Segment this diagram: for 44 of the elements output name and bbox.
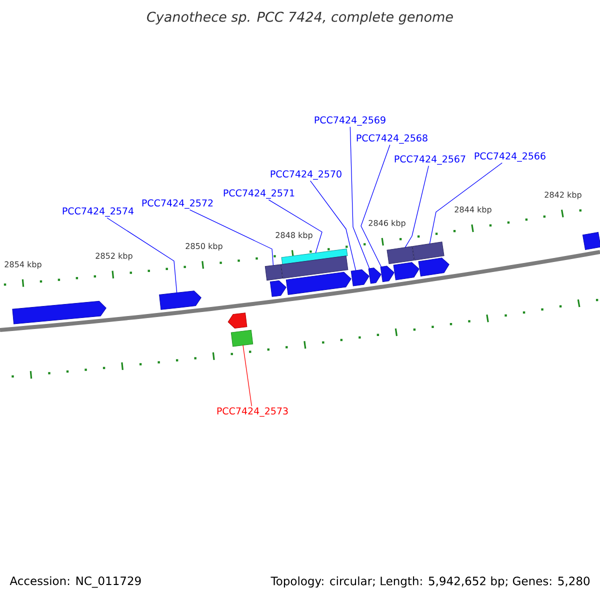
leader-line <box>350 126 370 269</box>
tick-label: 2848 kbp <box>276 232 312 240</box>
gene-pentagon <box>418 258 450 277</box>
gene-pentagon <box>350 269 370 286</box>
gene-pentagon <box>270 280 286 297</box>
leader-line <box>310 180 356 271</box>
gene-pentagon <box>12 300 106 324</box>
gene-box <box>281 248 348 265</box>
gene-label: PCC7424_2570 <box>270 170 342 180</box>
gene-box <box>412 242 444 260</box>
footer-text: Topology: circular; Length: 5,942,652 bp; Genes: 5,280 <box>270 576 590 588</box>
gene-label: PCC7424_2574 <box>62 207 134 217</box>
gene-box <box>264 264 283 281</box>
gene-pentagon <box>368 268 382 284</box>
tick-label: 2852 kbp <box>96 252 132 260</box>
tick-label: 2854 kbp <box>4 261 42 269</box>
gene-label: PCC7424_2569 <box>314 116 386 126</box>
gene-pentagon <box>228 312 248 328</box>
gene-label: PCC7424_2573 <box>217 407 288 417</box>
gene-pentagon <box>286 272 352 295</box>
leader-line <box>242 344 252 406</box>
leader-line <box>106 218 178 294</box>
leader-line <box>360 144 390 268</box>
leader-line <box>268 200 322 254</box>
gene-pentagon <box>159 290 202 310</box>
leader-line <box>189 210 274 266</box>
gene-label: PCC7424_2568 <box>356 134 428 144</box>
gene-box <box>230 330 254 347</box>
tick-label: 2850 kbp <box>186 242 222 251</box>
gene-box <box>582 232 600 250</box>
gene-pentagon <box>393 262 420 280</box>
tick-label: 2846 kbp <box>368 220 406 228</box>
footer-text: Accession: NC_011729 <box>10 576 141 588</box>
gene-pentagon <box>380 266 394 282</box>
gene-label: PCC7424_2572 <box>142 199 213 209</box>
gene-label: PCC7424_2566 <box>474 152 546 162</box>
title: Cyanothece sp. PCC 7424, complete genome <box>147 11 453 25</box>
leader-line <box>404 166 429 248</box>
tick-label: 2842 kbp <box>544 192 582 200</box>
gene-label: PCC7424_2571 <box>224 189 294 199</box>
tick-label: 2844 kbp <box>454 206 492 214</box>
leader-line <box>429 162 502 244</box>
gene-label: PCC7424_2567 <box>394 155 466 165</box>
gene-box <box>386 246 414 264</box>
